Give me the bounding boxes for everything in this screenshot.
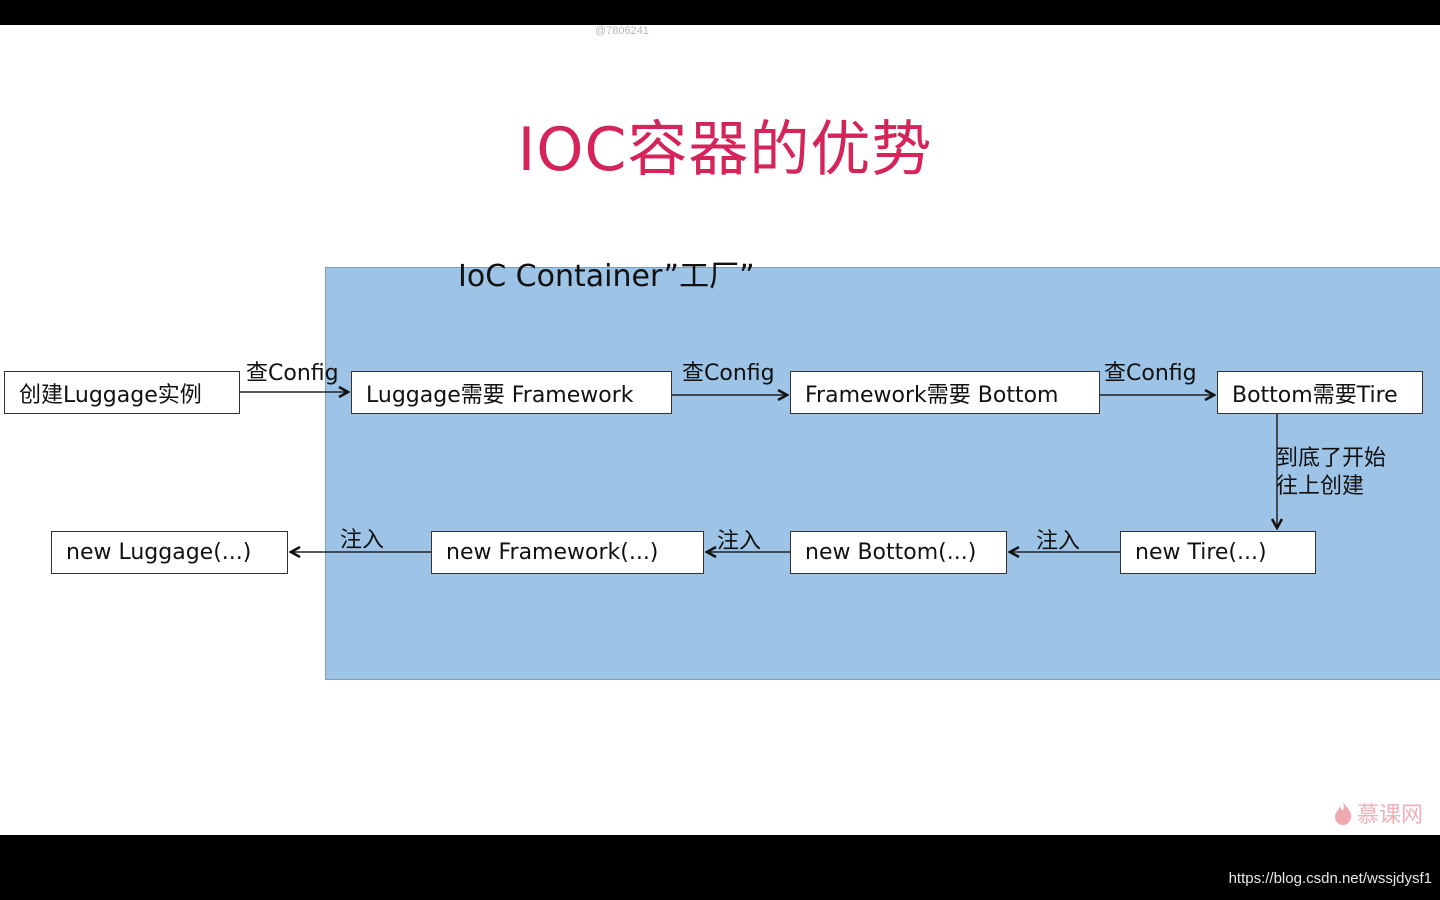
new-framework-box: new Framework(...) xyxy=(431,531,704,574)
edge-label-config-3: 查Config xyxy=(1104,361,1197,386)
new-bottom-box: new Bottom(...) xyxy=(790,531,1007,574)
edge-label-config-1: 查Config xyxy=(246,361,339,386)
luggage-needs-framework-box: Luggage需要 Framework xyxy=(351,371,672,414)
ioc-container-label: IoC Container”工厂” xyxy=(458,259,755,294)
bottom-needs-tire-box: Bottom需要Tire xyxy=(1217,371,1423,414)
flow-arrows xyxy=(240,25,1440,835)
turn-note: 到底了开始 往上创建 xyxy=(1276,445,1386,501)
flame-icon xyxy=(1335,801,1351,825)
edge-label-inject-3: 注入 xyxy=(340,528,385,553)
ioc-container-area xyxy=(325,267,1440,680)
logo-text: 慕课网 xyxy=(1357,803,1424,828)
framework-needs-bottom-box: Framework需要 Bottom xyxy=(790,371,1100,414)
slide: @7806241 IOC容器的优势 IoC Container”工厂” 创建Lu… xyxy=(0,25,1440,835)
edge-label-config-2: 查Config xyxy=(682,361,775,386)
create-luggage-box: 创建Luggage实例 xyxy=(4,371,240,414)
edge-label-inject-2: 注入 xyxy=(717,529,762,554)
new-luggage-box: new Luggage(...) xyxy=(51,531,288,574)
watermark-top: @7806241 xyxy=(595,25,649,37)
new-tire-box: new Tire(...) xyxy=(1120,531,1316,574)
turn-note-line-2: 往上创建 xyxy=(1276,474,1365,499)
edge-label-inject-1: 注入 xyxy=(1036,529,1081,554)
slide-title: IOC容器的优势 xyxy=(517,115,933,185)
imooc-logo: 慕课网 xyxy=(1333,797,1423,829)
source-url-watermark: https://blog.csdn.net/wssjdysf1 xyxy=(1228,870,1432,887)
turn-note-line-1: 到底了开始 xyxy=(1276,446,1387,471)
